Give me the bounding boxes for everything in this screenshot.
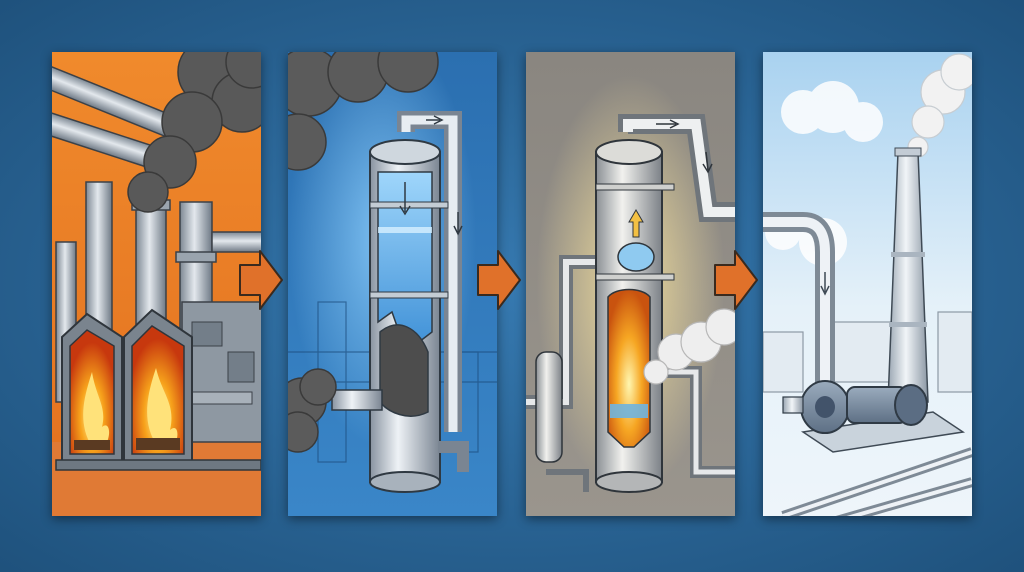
pump-and-chimney-icon [763,52,972,516]
steam-cloud [643,308,735,385]
scrubber-panel [288,52,497,516]
smoke-cloud [127,52,261,213]
arrow-right-icon [477,250,521,310]
furnace-panel [52,52,261,516]
pump-panel [763,52,972,516]
smoke-cloud [288,52,439,453]
arrow-right-icon [239,250,283,310]
furnace-left [61,312,123,463]
furnace-right [123,308,193,463]
pump [782,380,966,453]
scrubber-tower-icon [288,52,497,516]
heated-column-icon [526,52,735,516]
arrow-right-icon [714,250,758,310]
furnace-icon [52,52,261,516]
steam-cloud [907,53,972,158]
heating-column-panel [526,52,735,516]
